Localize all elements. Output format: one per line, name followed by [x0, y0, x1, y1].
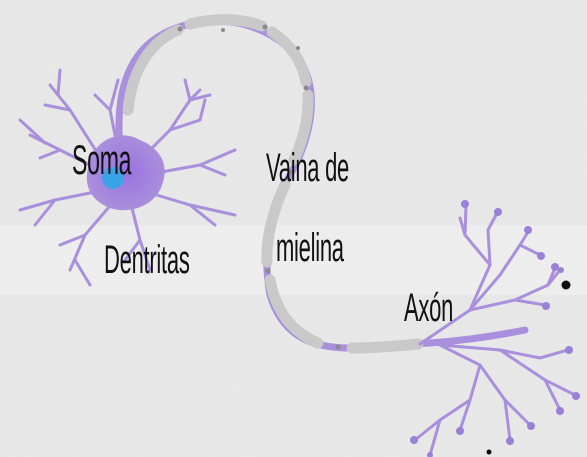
label-axon: Axón: [404, 286, 453, 331]
bullet-dot: [562, 281, 571, 290]
label-soma: Soma: [72, 136, 131, 184]
bullet-dot-small: [487, 450, 492, 455]
label-dendrites: Dentritas: [104, 238, 190, 283]
label-myelin-sheath-line2: mielina: [276, 226, 344, 271]
label-myelin-sheath-line1: Vaina de: [266, 146, 349, 191]
